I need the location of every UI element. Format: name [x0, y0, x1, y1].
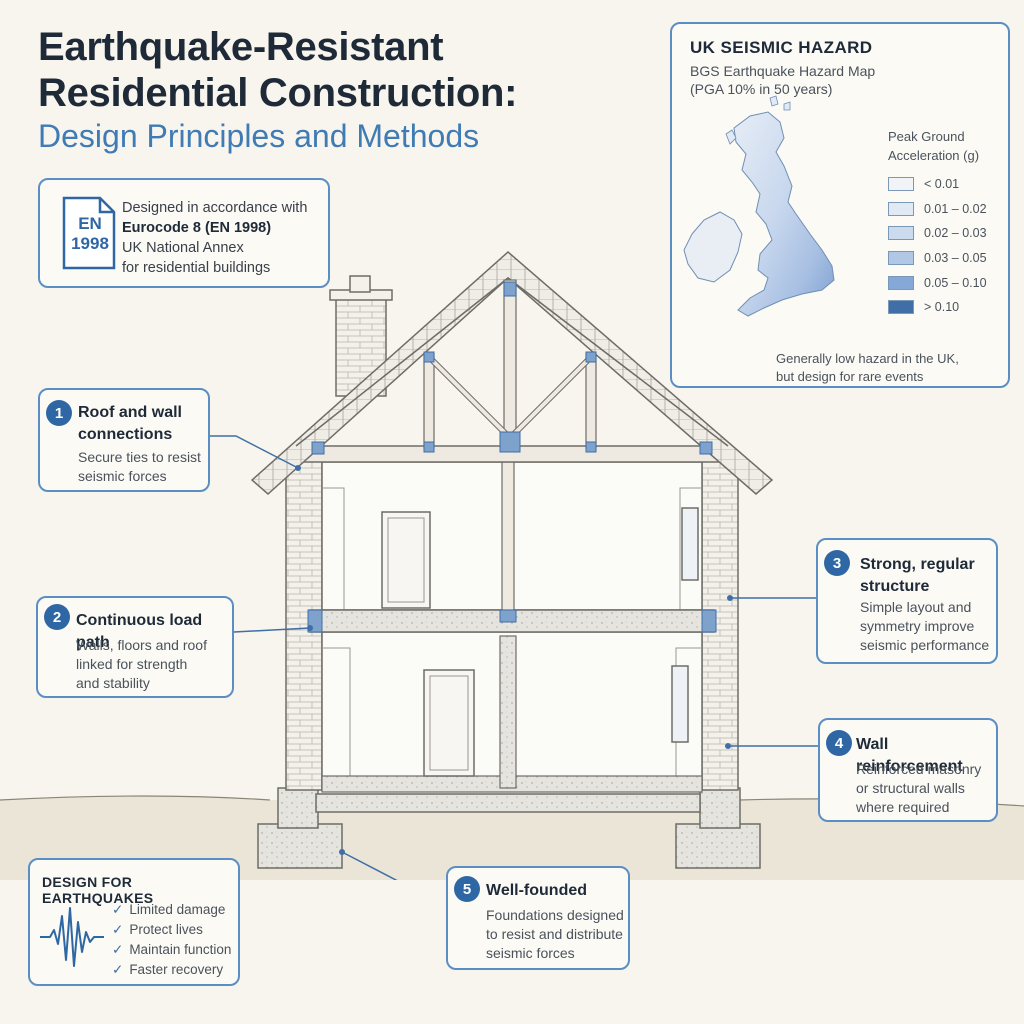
legend-swatch: [888, 177, 914, 191]
callout-continuous-load-path: 2 Continuous load path Walls, floors and…: [36, 596, 234, 698]
check-item: Limited damage: [112, 900, 231, 920]
legend-swatch: [888, 202, 914, 216]
title-line-2: Residential Construction:: [38, 71, 518, 115]
callout-number: 1: [46, 400, 72, 426]
legend-item: 0.05 – 0.10: [888, 274, 987, 292]
standard-card: EN 1998 Designed in accordance with Euro…: [38, 178, 330, 288]
map-subtitle: BGS Earthquake Hazard Map (PGA 10% in 50…: [690, 63, 876, 97]
check-item: Faster recovery: [112, 960, 231, 980]
legend-item: 0.02 – 0.03: [888, 224, 987, 242]
map-note: Generally low hazard in the UK, but desi…: [776, 351, 959, 384]
uk-map-illustration: [683, 95, 835, 317]
callout-number: 5: [454, 876, 480, 902]
check-item: Maintain function: [112, 940, 231, 960]
callout-number: 2: [44, 604, 70, 630]
legend-item: 0.01 – 0.02: [888, 200, 987, 218]
callout-heading: Roof and wall connections: [78, 404, 182, 443]
callout-strong-regular-structure: 3 Strong, regular structure Simple layou…: [816, 538, 998, 664]
legend-swatch: [888, 300, 914, 314]
callout-number: 4: [826, 730, 852, 756]
callout-heading: Well-founded: [486, 882, 588, 899]
callout-body: Foundations designed to resist and distr…: [486, 907, 624, 961]
legend-title: Peak Ground Acceleration (g): [888, 129, 980, 163]
callout-number: 3: [824, 550, 850, 576]
legend-item: > 0.10: [888, 298, 959, 316]
standard-text: Designed in accordance with Eurocode 8 (…: [122, 200, 308, 276]
legend-swatch: [888, 226, 914, 240]
callout-well-founded: 5 Well-founded Foundations designed to r…: [446, 866, 630, 970]
callout-body: Simple layout and symmetry improve seism…: [860, 599, 990, 653]
legend-swatch: [888, 251, 914, 265]
seismic-hazard-card: UK SEISMIC HAZARD BGS Earthquake Hazard …: [670, 22, 1010, 388]
callout-heading: Wall reinforcement: [856, 736, 963, 775]
legend-item: 0.03 – 0.05: [888, 249, 987, 267]
callout-body: Walls, floors and roof linked for streng…: [76, 637, 207, 691]
callout-wall-reinforcement: 4 Wall reinforcement Reinforced masonry …: [818, 718, 998, 822]
design-for-earthquakes-card: DESIGN FOR EARTHQUAKES Limited damage Pr…: [28, 858, 240, 986]
map-title: UK SEISMIC HAZARD: [690, 38, 873, 57]
page-subtitle: Design Principles and Methods: [38, 118, 480, 154]
design-goals-list: Limited damage Protect lives Maintain fu…: [112, 900, 231, 980]
callout-body: Secure ties to resist seismic forces: [78, 449, 201, 484]
house-section-illustration: [0, 251, 1024, 880]
legend-item: < 0.01: [888, 175, 959, 193]
legend-swatch: [888, 276, 914, 290]
callout-heading: Continuous load path: [76, 612, 203, 651]
callout-body: Reinforced masonry or structural walls w…: [856, 761, 982, 815]
check-item: Protect lives: [112, 920, 231, 940]
page-title: Earthquake-Resistant Residential Constru…: [38, 24, 518, 116]
callout-roof-wall-connections: 1 Roof and wall connections Secure ties …: [38, 388, 210, 492]
document-icon-label: EN 1998: [71, 214, 109, 253]
document-icon: [62, 196, 116, 270]
seismograph-icon: [40, 907, 104, 967]
callout-heading: Strong, regular structure: [860, 556, 975, 595]
title-line-1: Earthquake-Resistant: [38, 25, 444, 69]
